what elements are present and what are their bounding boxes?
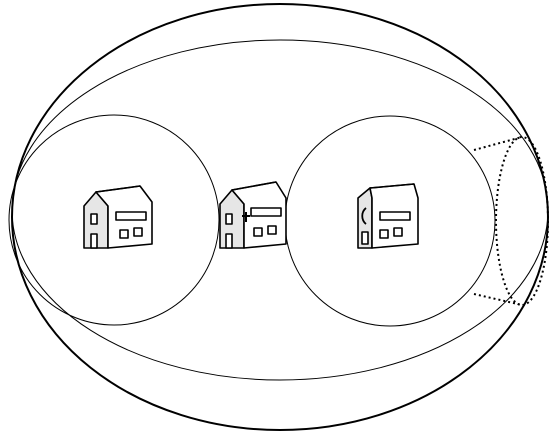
cylinder-top-edge bbox=[474, 137, 522, 150]
cylinder-end-ellipse bbox=[496, 137, 548, 305]
cylinder-bottom-edge bbox=[474, 294, 522, 305]
house-icon-center bbox=[220, 182, 286, 248]
house-icon-left bbox=[84, 186, 152, 248]
house-icon-right bbox=[358, 184, 418, 248]
